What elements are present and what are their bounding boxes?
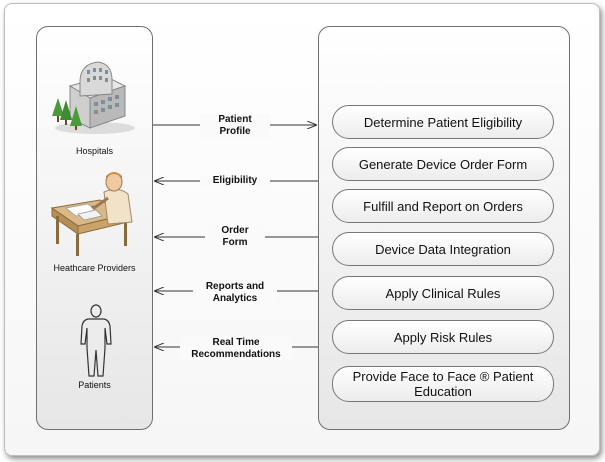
flow-label-line: Real Time (212, 337, 260, 348)
actor-label-hospitals: Hospitals (75, 146, 113, 156)
services-panel (318, 26, 570, 430)
flow-label-order-form: Order Form (205, 225, 265, 249)
flow-label-line: Order (221, 225, 249, 236)
service-device-data-integration: Device Data Integration (332, 232, 554, 266)
flow-label-patient-profile: Patient Profile (200, 114, 270, 138)
actor-label-patients: Patients (78, 380, 111, 390)
flow-label-line: Reports and (205, 281, 265, 292)
person-outline-icon (80, 304, 112, 377)
service-apply-risk-rules: Apply Risk Rules (332, 320, 554, 354)
service-face-to-face-patient-education: Provide Face to Face ® Patient Education (332, 366, 554, 402)
flow-label-eligibility: Eligibility (200, 175, 270, 187)
service-generate-device-order-form: Generate Device Order Form (332, 147, 554, 181)
flow-label-line: Eligibility (212, 175, 258, 186)
service-fulfill-and-report-on-orders: Fulfill and Report on Orders (332, 189, 554, 223)
flow-label-reports-analytics: Reports and Analytics (193, 281, 277, 305)
flow-label-line: Profile (219, 126, 251, 137)
flow-label-real-time-recommendations: Real Time Recommendations (180, 337, 292, 361)
flow-label-line: Patient (218, 114, 252, 125)
service-apply-clinical-rules: Apply Clinical Rules (332, 276, 554, 310)
flow-label-line: Form (222, 237, 248, 248)
flow-label-line: Analytics (212, 293, 258, 304)
flow-label-line: Recommendations (191, 349, 281, 360)
actor-label-healthcare-providers: Heathcare Providers (53, 263, 136, 273)
hospital-icon (52, 61, 135, 134)
doctor-at-desk-icon (50, 172, 133, 256)
service-determine-patient-eligibility: Determine Patient Eligibility (332, 105, 554, 139)
